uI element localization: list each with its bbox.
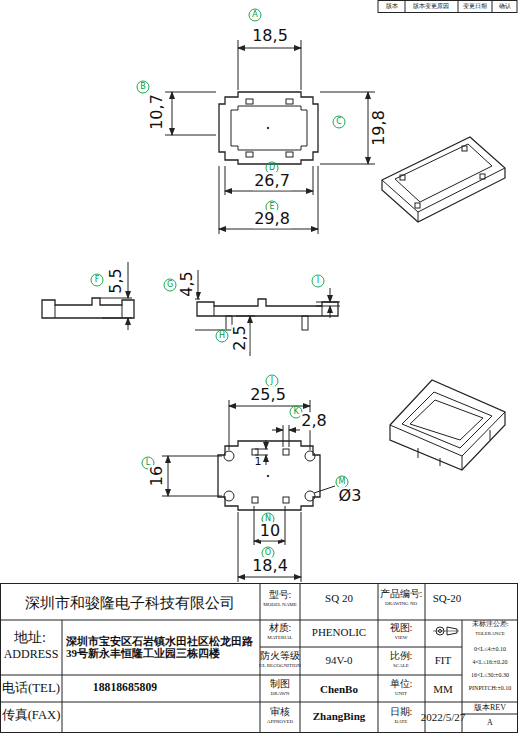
title-block-cell: MATERIAL: [267, 635, 292, 641]
callout-letter: F: [95, 276, 100, 285]
title-block-cell: 未标注公差:: [472, 621, 509, 629]
title-block-cell: ADDRESS: [4, 648, 59, 661]
title-block-cell: 16<L≤30:±0.30: [471, 672, 509, 679]
title-block-cell: 传真(FAX): [2, 709, 61, 723]
dimension-value: Ø3: [338, 487, 363, 505]
title-block-cell: 电话(TEL): [2, 681, 60, 695]
title-block-cell: 2022/5/27: [421, 711, 466, 723]
callout-letter: I: [317, 277, 319, 286]
dimension-value: 10,7: [148, 93, 166, 131]
title-block-cell: 4<L≤16:±0.20: [473, 659, 508, 666]
dimension-value: 4,5: [178, 270, 196, 297]
company-name: 深圳市和骏隆电子科技有限公司: [25, 595, 235, 612]
revision-header: 版本变更原因: [413, 3, 449, 10]
title-block-cell: 比例:: [390, 650, 413, 661]
title-block-cell: DRAWN: [271, 691, 290, 697]
title-block-cell: UNIT: [395, 691, 407, 697]
title-block-cell: 视图:: [390, 622, 413, 633]
revision-header: 确认: [499, 3, 511, 10]
dimension-value: 1: [254, 456, 263, 468]
callout-letter: C: [336, 118, 342, 127]
title-block-cell: 防火等级: [260, 650, 300, 661]
title-block-cell: 型号:: [269, 589, 292, 600]
title-block-cell: VIEW: [394, 635, 407, 641]
title-block-cell: 产品编号:: [380, 588, 423, 599]
title-block-cell: APPROVED: [267, 719, 293, 725]
callout-letter: O: [265, 549, 271, 558]
callout-letter: J: [271, 377, 273, 386]
title-block-cell: ZhangBing: [313, 710, 366, 722]
dimension-value: 18,5: [251, 27, 289, 45]
dimension-value: 29,8: [253, 210, 291, 228]
title-block-cell: 单位:: [390, 678, 413, 689]
dimension-value: 18,4: [251, 557, 289, 575]
dimension-value: 5,5: [107, 267, 125, 294]
title-block-cell: FIT: [435, 654, 452, 666]
title-block-cell: 版本REV: [474, 704, 506, 713]
title-block-cell: SCALE: [393, 663, 409, 669]
title-block-cell: SQ 20: [325, 592, 353, 604]
title-block-cell: ChenBo: [320, 683, 358, 695]
title-block-cell: UL RECOGNITION: [259, 663, 301, 669]
dimension-value: 10: [259, 522, 281, 540]
title-block-cell: 制图: [270, 678, 290, 689]
callout-letter: B: [140, 83, 146, 92]
title-block-cell: TOLERANCE: [475, 631, 505, 637]
title-block-cell: PINPITCH:±0.10: [469, 685, 511, 692]
dimension-value: 16: [148, 465, 166, 487]
title-block-cell: 0<L≤4:±0.10: [474, 646, 506, 653]
callout-letter: G: [167, 281, 173, 290]
callout-letter: M: [339, 478, 346, 487]
title-block-cell: 深圳市宝安区石岩镇水田社区松龙田路39号新永丰恒隆工业园三栋四楼: [66, 635, 256, 659]
title-block-cell: DRAWING NO: [385, 601, 417, 607]
title-block-cell: 材质:: [269, 622, 292, 633]
title-block-cell: PHENOLIC: [312, 626, 366, 638]
title-block-cell: MM: [433, 683, 453, 695]
dimension-value: 26,7: [253, 172, 291, 190]
title-block-cell: A: [487, 719, 493, 728]
dimension-value: 2,8: [300, 412, 327, 430]
title-block-cell: 94V-0: [325, 654, 352, 666]
callout-letter: D: [269, 164, 275, 173]
callout-letter: K: [293, 408, 298, 417]
dimension-value: 2,5: [231, 324, 249, 351]
title-block-cell: SQ-20: [433, 592, 462, 604]
title-block-cell: 日期:: [390, 706, 413, 717]
dimension-value: 19,8: [370, 109, 388, 147]
revision-header: 变更日期: [463, 3, 487, 10]
dimension-value: 25,5: [249, 386, 287, 404]
title-block-cell: 地址:: [14, 630, 46, 645]
callout-letter: A: [252, 11, 257, 20]
title-block-cell: 审核: [270, 706, 290, 717]
title-block-cell: MODEL NAME: [263, 602, 297, 608]
title-block-cell: 18818685809: [93, 682, 157, 695]
title-block-cell: DATE: [395, 719, 408, 725]
revision-header: 版本: [386, 3, 398, 10]
callout-letter: H: [219, 332, 225, 341]
